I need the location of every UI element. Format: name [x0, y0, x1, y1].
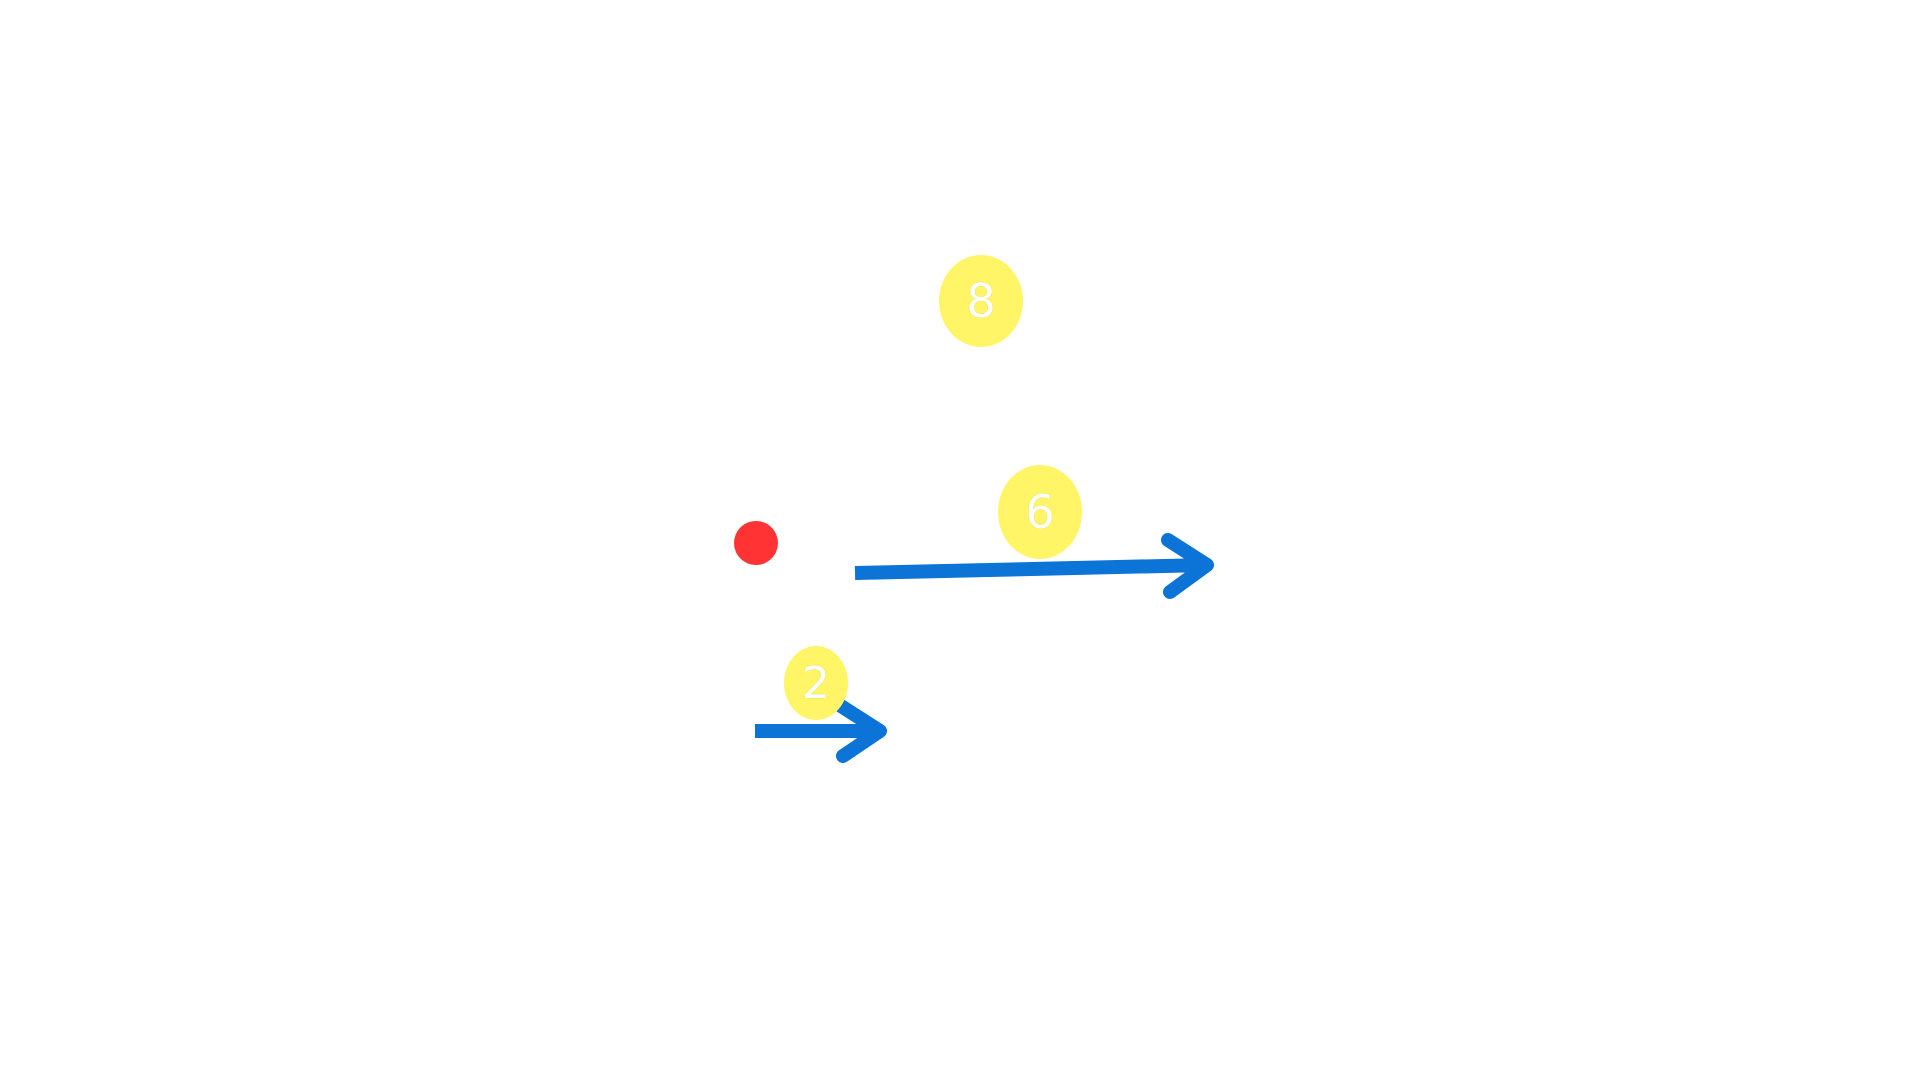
number-badge-6: 6 [998, 465, 1082, 559]
badge-label: 8 [966, 274, 996, 328]
badge-label: 6 [1025, 485, 1055, 539]
number-badge-8: 8 [939, 255, 1023, 347]
number-badge-2: 2 [784, 646, 848, 720]
short-right-arrow-icon [755, 699, 887, 763]
red-dot-icon [734, 521, 778, 565]
long-right-arrow-icon [854, 533, 1214, 599]
badge-label: 2 [802, 657, 830, 709]
